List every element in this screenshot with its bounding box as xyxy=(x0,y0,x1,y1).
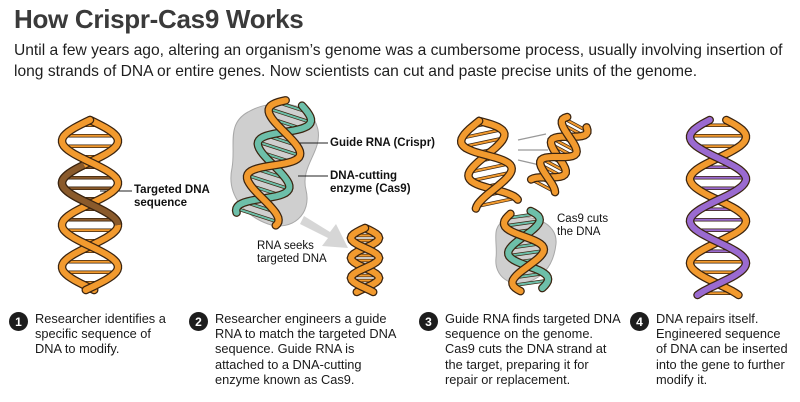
step-number-badge: 4 xyxy=(630,312,649,331)
helix-3-rna-rungs xyxy=(504,212,549,288)
helix-3-top-strand-b xyxy=(458,117,515,212)
movement-arrow xyxy=(300,216,348,248)
helix-3-cut-piece xyxy=(526,112,592,197)
helix-4-strand-b xyxy=(686,117,750,298)
step-3: 3 Guide RNA finds targeted DNA sequence … xyxy=(419,311,624,387)
helix-2-small-strand-b xyxy=(347,225,383,295)
step-description: Researcher identifies a specific sequenc… xyxy=(35,311,166,357)
step-description: DNA repairs itself. Engineered sequence … xyxy=(656,311,788,387)
helix-4-strands xyxy=(685,115,751,300)
helix-3-rna-strands xyxy=(499,206,553,296)
helix-3-top xyxy=(456,116,523,213)
helix-3-rna-strand-b xyxy=(501,210,547,295)
label-dna-enzyme: DNA-cutting enzyme (Cas9) xyxy=(330,170,411,195)
label-targeted-dna: Targeted DNA sequence xyxy=(134,184,210,209)
step-description: Researcher engineers a guide RNA to matc… xyxy=(215,311,396,387)
targeted-dna-segment xyxy=(57,161,123,226)
helix-1-rungs xyxy=(64,123,116,285)
guide-rna-helix-strand-b xyxy=(244,97,304,229)
helix-3-cut-piece-strand-b xyxy=(537,114,580,196)
guide-rna-helix-strands xyxy=(231,96,316,230)
helix-2-small-strand-a xyxy=(347,225,383,295)
step-description: Guide RNA finds targeted DNA sequence on… xyxy=(445,311,620,387)
label-cas9-cuts: Cas9 cuts the DNA xyxy=(557,213,609,238)
label-guide-rna: Guide RNA (Crispr) xyxy=(330,137,435,149)
helix-4-strand-a xyxy=(686,117,750,298)
page-title: How Crispr-Cas9 Works xyxy=(14,4,304,34)
helix-3-top-strands xyxy=(456,116,523,213)
step-number-badge: 2 xyxy=(189,312,208,331)
helix-2-small-strands xyxy=(346,223,384,297)
helix-3-rna xyxy=(499,206,553,296)
helix-3-cut-piece-strands xyxy=(526,112,592,197)
step-number-badge: 1 xyxy=(9,312,28,331)
helix-3-rna-strand-a xyxy=(505,207,552,292)
step-number-badge: 3 xyxy=(419,312,438,331)
helix-2-small xyxy=(346,223,384,297)
label-rna-seeks: RNA seeks targeted DNA xyxy=(257,240,327,265)
step-1: 1 Researcher identifies a specific seque… xyxy=(9,311,179,357)
step-4: 4 DNA repairs itself. Engineered sequenc… xyxy=(630,311,795,387)
intro-text: Until a few years ago, altering an organ… xyxy=(14,42,783,80)
step-2: 2 Researcher engineers a guide RNA to ma… xyxy=(189,311,404,387)
guide-rna-helix xyxy=(231,96,316,230)
helix-4 xyxy=(685,115,751,300)
